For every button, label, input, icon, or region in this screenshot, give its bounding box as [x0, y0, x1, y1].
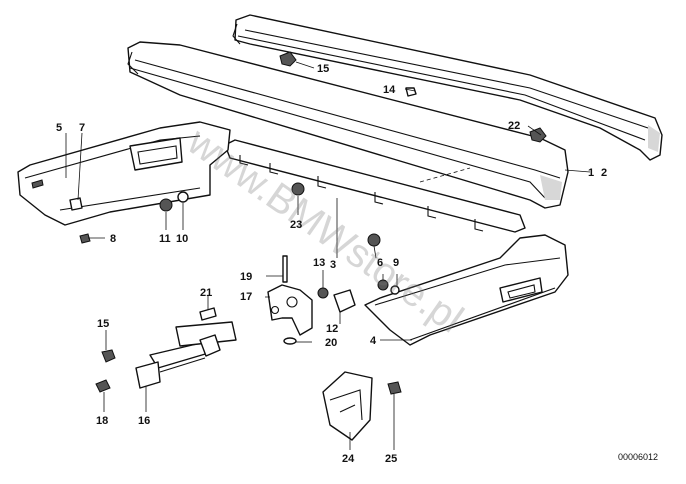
label-18: 18 [96, 415, 108, 427]
label-17: 17 [240, 291, 252, 303]
lower-bracket [322, 371, 373, 441]
label-11: 11 [159, 233, 171, 245]
label-8: 8 [110, 233, 116, 245]
label-24: 24 [342, 453, 355, 465]
label-25: 25 [385, 453, 397, 465]
label-6: 6 [377, 257, 383, 269]
label-1: 1 [588, 167, 594, 179]
label-16: 16 [138, 415, 150, 427]
impact-absorber [135, 321, 237, 389]
label-13: 13 [313, 257, 325, 269]
rubber-strip [232, 14, 663, 161]
label-9: 9 [393, 257, 399, 269]
label-21: 21 [200, 287, 212, 299]
label-14: 14 [383, 84, 396, 96]
label-22: 22 [508, 120, 520, 132]
label-12: 12 [326, 323, 338, 335]
label-4: 4 [370, 335, 377, 347]
fasteners [69, 51, 547, 395]
label-3: 3 [330, 259, 336, 271]
part-labels: 1 2 3 4 5 6 7 8 9 10 11 12 13 14 15 15 1… [56, 63, 607, 465]
label-15-top: 15 [317, 63, 329, 75]
label-7: 7 [79, 122, 85, 134]
label-23: 23 [290, 219, 302, 231]
label-5: 5 [56, 122, 62, 134]
mounting-rail [224, 139, 526, 233]
label-10: 10 [176, 233, 188, 245]
label-20: 20 [325, 337, 337, 349]
diagram-code: 00006012 [618, 452, 658, 462]
label-2: 2 [601, 167, 607, 179]
right-side-section [364, 234, 569, 346]
label-19: 19 [240, 271, 252, 283]
leader-lines [65, 61, 591, 450]
bumper-body [127, 41, 569, 209]
support-bracket [267, 284, 313, 336]
label-15-left: 15 [97, 318, 109, 330]
